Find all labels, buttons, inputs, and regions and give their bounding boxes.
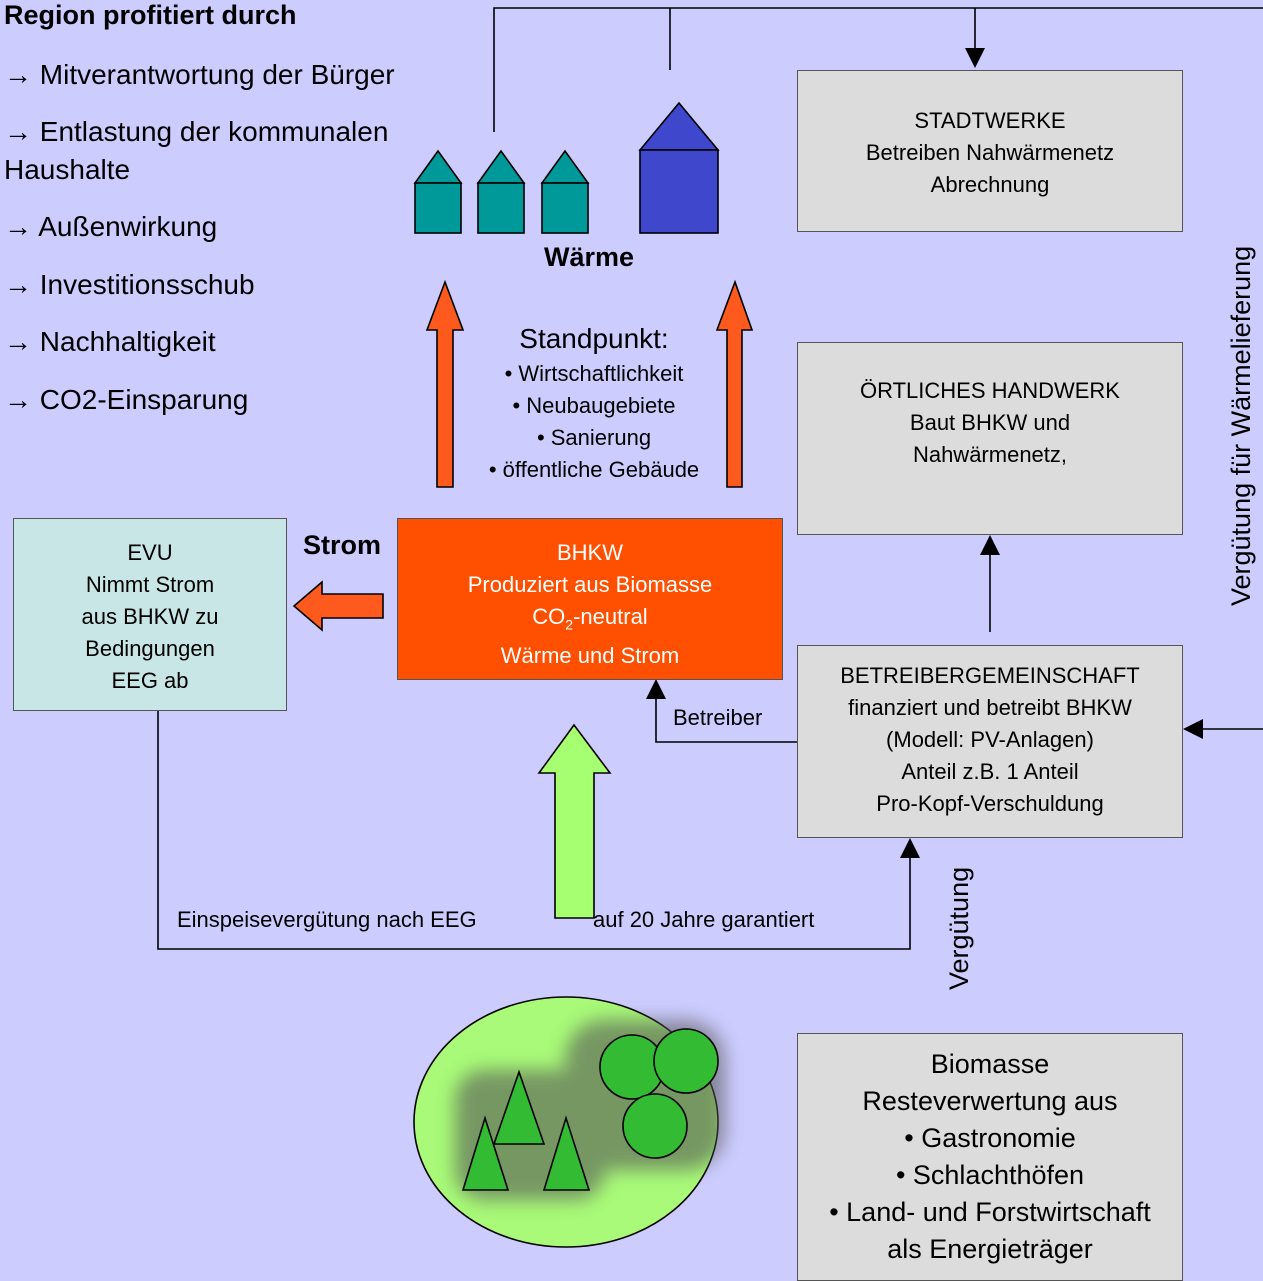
small-house-icon bbox=[413, 149, 463, 234]
benefit-item: → Außenwirkung bbox=[4, 211, 218, 242]
stadtwerke-line: STADTWERKE bbox=[914, 108, 1066, 133]
evu-line: Bedingungen bbox=[85, 636, 215, 661]
biomass-illustration bbox=[413, 996, 725, 1248]
benefit-item: → Investitionsschub bbox=[4, 269, 255, 300]
handwerk-line: ÖRTLICHES HANDWERK bbox=[860, 378, 1120, 403]
biomasse-line: Resteverwertung aus bbox=[862, 1086, 1118, 1116]
stadtwerke-line: Abrechnung bbox=[930, 172, 1050, 197]
gemeinschaft-line: Pro-Kopf-Verschuldung bbox=[876, 791, 1104, 816]
benefit-item: → CO2-Einsparung bbox=[4, 384, 249, 415]
small-house-icon bbox=[540, 149, 590, 234]
green-arrow bbox=[537, 723, 612, 919]
standpoint-item: • Wirtschaftlichkeit bbox=[504, 361, 684, 386]
standpoint-block: Standpunkt: • Wirtschaftlichkeit • Neuba… bbox=[459, 320, 729, 486]
benefit-item: → Nachhaltigkeit bbox=[4, 326, 216, 357]
tree-icon bbox=[492, 1069, 546, 1145]
heat-arrow-right bbox=[715, 279, 754, 488]
region-title: Region profitiert durch bbox=[4, 0, 297, 30]
benefit-item: → Mitverantwortung der Bürger bbox=[4, 59, 395, 90]
bhkw-box: BHKW Produziert aus Biomasse CO2-neutral… bbox=[397, 518, 783, 680]
stadtwerke-line: Betreiben Nahwärmenetz bbox=[865, 140, 1115, 165]
verguetung-label: Vergütung bbox=[944, 866, 974, 990]
einspeise-connector bbox=[157, 697, 911, 950]
heat-label: Wärme bbox=[544, 242, 635, 272]
einspeise-label: Einspeisevergütung nach EEG bbox=[177, 907, 477, 932]
betreiber-label: Betreiber bbox=[673, 705, 763, 730]
gemeinschaft-line: (Modell: PV-Anlagen) bbox=[886, 727, 1094, 752]
standpoint-title: Standpunkt: bbox=[519, 323, 669, 354]
arrow-into-gemeinschaft bbox=[1183, 719, 1203, 739]
stadtwerke-box: STADTWERKE Betreiben Nahwärmenetz Abrech… bbox=[797, 70, 1183, 232]
strom-arrow bbox=[292, 580, 384, 632]
benefit-item: Haushalte bbox=[4, 154, 131, 185]
gemeinschaft-line: Anteil z.B. 1 Anteil bbox=[901, 759, 1079, 784]
gemeinschaft-line: BETREIBERGEMEINSCHAFT bbox=[840, 663, 1140, 688]
biomasse-box: Biomasse Resteverwertung aus • Gastronom… bbox=[797, 1033, 1183, 1281]
tree-icon bbox=[622, 1093, 688, 1159]
evu-line: EVU bbox=[127, 540, 173, 565]
bhkw-line: BHKW bbox=[557, 540, 623, 565]
bhkw-line: Produziert aus Biomasse bbox=[467, 572, 713, 597]
evu-line: Nimmt Strom bbox=[85, 572, 215, 597]
standpoint-item: • Neubaugebiete bbox=[512, 393, 676, 418]
arrow-into-handwerk bbox=[980, 535, 1000, 555]
evu-line: aus BHKW zu bbox=[81, 604, 219, 629]
biomasse-line: • Gastronomie bbox=[904, 1123, 1076, 1153]
betreiber-connector bbox=[655, 697, 797, 743]
tree-icon bbox=[542, 1115, 591, 1191]
evu-box: EVU Nimmt Strom aus BHKW zu Bedingungen … bbox=[13, 518, 287, 711]
arrow-into-stadtwerke bbox=[965, 48, 985, 68]
garantiert-label: auf 20 Jahre garantiert bbox=[593, 907, 815, 932]
heat-arrow-left bbox=[425, 279, 465, 488]
large-house-icon bbox=[638, 101, 720, 234]
small-house-icon bbox=[476, 149, 526, 234]
bhkw-line: Wärme und Strom bbox=[500, 643, 680, 669]
standpoint-item: • öffentliche Gebäude bbox=[488, 457, 700, 482]
bhkw-co2-line: CO2-neutral bbox=[532, 604, 648, 633]
evu-line: EEG ab bbox=[111, 668, 189, 693]
gemeinschaft-line: finanziert und betreibt BHKW bbox=[848, 695, 1132, 720]
top-connector-lines bbox=[493, 7, 1263, 132]
standpoint-item: • Sanierung bbox=[536, 425, 652, 450]
benefit-item: → Entlastung der kommunalen bbox=[4, 116, 389, 147]
strom-label: Strom bbox=[303, 530, 382, 560]
biomasse-line: • Schlachthöfen bbox=[895, 1160, 1085, 1190]
arrow-into-bhkw bbox=[646, 679, 666, 699]
gemeinschaft-box: BETREIBERGEMEINSCHAFT finanziert und bet… bbox=[797, 645, 1183, 838]
biomasse-line: als Energieträger bbox=[887, 1234, 1093, 1264]
tree-icon bbox=[653, 1028, 719, 1094]
arrow-into-gemeinschaft-bottom bbox=[900, 838, 920, 858]
handwerk-line: Baut BHKW und bbox=[909, 410, 1071, 435]
tree-icon bbox=[461, 1115, 510, 1191]
biomasse-line: • Land- und Forstwirtschaft bbox=[829, 1197, 1151, 1227]
handwerk-box: ÖRTLICHES HANDWERK Baut BHKW und Nahwärm… bbox=[797, 342, 1183, 535]
handwerk-line: Nahwärmenetz, bbox=[912, 442, 1068, 467]
side-label: Vergütung für Wärmelieferung bbox=[1226, 245, 1256, 606]
biomasse-line: Biomasse bbox=[930, 1049, 1050, 1079]
